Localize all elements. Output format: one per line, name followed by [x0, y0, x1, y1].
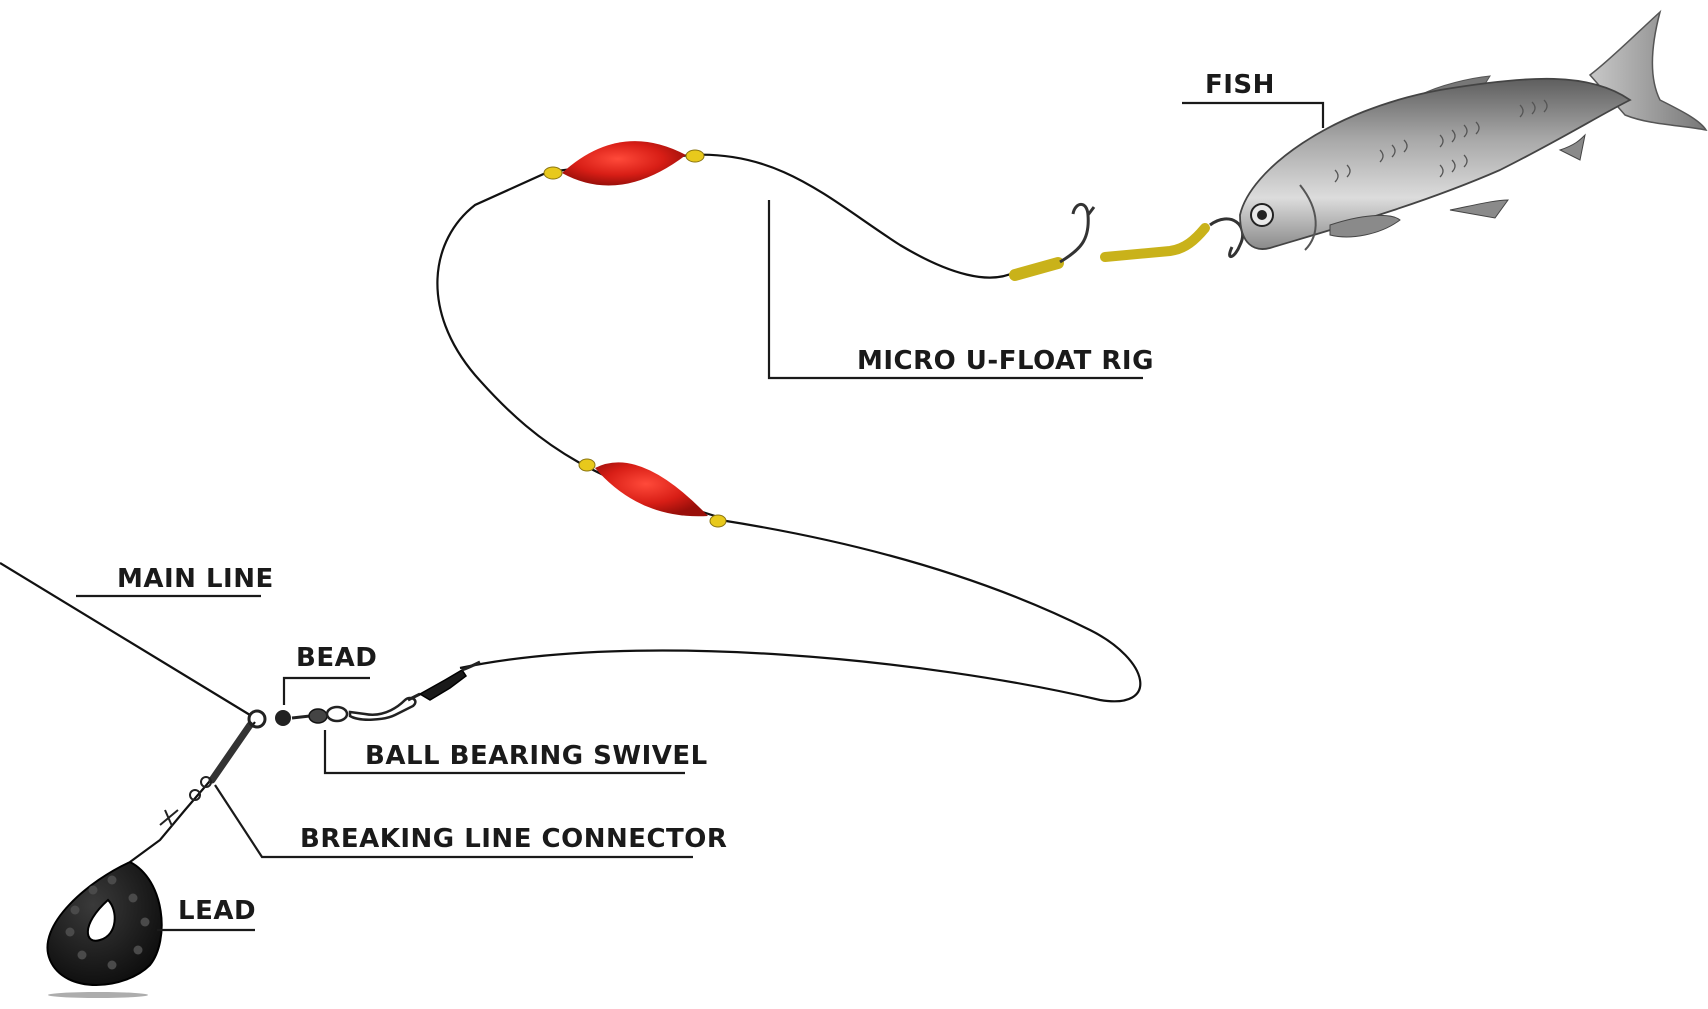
breaking-line-connector	[208, 721, 254, 784]
label-lead: LEAD	[178, 896, 256, 926]
label-micro-rig-group: MICRO U-FLOAT RIG	[767, 200, 1154, 380]
label-bead: BEAD	[296, 643, 377, 673]
main-line-ring	[247, 709, 267, 729]
main-line	[0, 562, 251, 716]
label-swivel-group: BALL BEARING SWIVEL	[323, 730, 708, 775]
label-fish: FISH	[1205, 70, 1275, 100]
upper-float	[543, 141, 705, 186]
anti-tangle-sleeve	[418, 668, 468, 701]
label-micro-u-float-rig: MICRO U-FLOAT RIG	[857, 346, 1154, 376]
label-ball-bearing-swivel: BALL BEARING SWIVEL	[365, 741, 708, 771]
label-lead-group: LEAD	[157, 896, 256, 932]
rig-line	[436, 153, 1142, 703]
lead-weight	[46, 860, 163, 998]
label-main-line-group: MAIN LINE	[76, 564, 274, 598]
fish-illustration	[1239, 9, 1708, 251]
hook-assembly	[1009, 202, 1245, 281]
label-fish-group: FISH	[1182, 70, 1325, 128]
lower-float	[578, 458, 727, 528]
ball-bearing-swivel-part	[291, 692, 421, 724]
bead-sphere	[275, 710, 291, 726]
label-bead-group: BEAD	[282, 643, 377, 705]
label-connector-group: BREAKING LINE CONNECTOR	[214, 784, 727, 859]
connector-clip	[159, 776, 212, 827]
label-breaking-line-connector: BREAKING LINE CONNECTOR	[300, 824, 727, 854]
label-main-line: MAIN LINE	[117, 564, 274, 594]
